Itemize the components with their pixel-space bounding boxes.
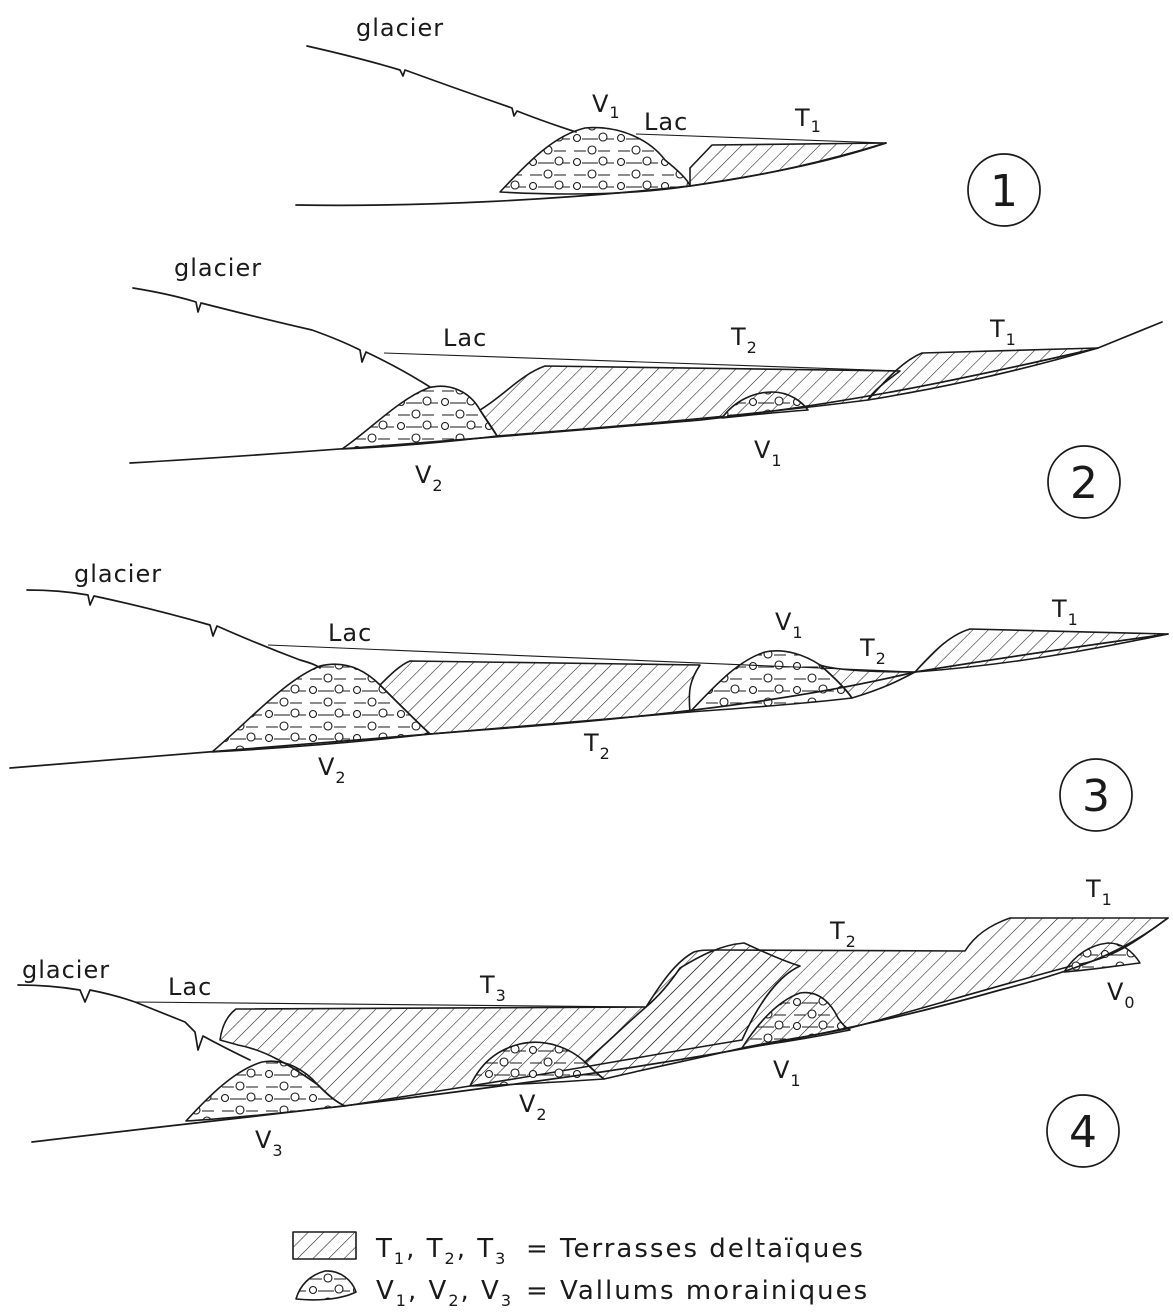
legend-moraines-symbols: V1, V2, V3: [376, 1276, 513, 1310]
panel-number: 2: [1070, 458, 1098, 509]
label-v2: V2: [415, 461, 444, 495]
label-v1: V1: [754, 436, 783, 470]
label-t1: T1: [989, 315, 1017, 349]
legend-hatch-swatch: [293, 1232, 356, 1259]
legend-moraines-definition: = Vallums morainiques: [526, 1276, 869, 1306]
label-v1: V1: [775, 608, 804, 642]
label-t1: T1: [794, 104, 822, 136]
lake-label: Lac: [644, 108, 688, 136]
label-t2-floor: T2: [583, 729, 611, 763]
label-t2: T2: [730, 323, 758, 357]
terrace-t2: [585, 918, 1168, 1079]
terrace-t1: [690, 143, 886, 186]
legend: T1, T2, T3 = Terrasses deltaïques V1, V2…: [293, 1232, 869, 1310]
panel-number: 1: [990, 166, 1018, 217]
glacier-label: glacier: [356, 14, 444, 42]
terrace-t2-upper: [380, 661, 700, 734]
legend-terraces-symbols: T1, T2, T3: [375, 1234, 507, 1268]
panel-1: glacier Lac V1 T1 1: [296, 14, 1040, 226]
label-v2: V2: [318, 753, 347, 787]
label-t1: T1: [1085, 875, 1113, 909]
panel-number: 3: [1082, 771, 1110, 822]
lake-label: Lac: [328, 619, 372, 647]
panel-2: glacier Lac T2 T1 V2 V1 2: [130, 254, 1162, 518]
legend-terraces-definition: = Terrasses deltaïques: [526, 1234, 865, 1264]
label-t3: T3: [479, 971, 507, 1005]
glacier-label: glacier: [74, 560, 162, 588]
lake-label: Lac: [443, 324, 487, 352]
label-v3: V3: [255, 1126, 284, 1160]
label-v1: V1: [592, 90, 621, 122]
glacier-surface: [18, 985, 250, 1060]
label-t2: T2: [859, 634, 887, 668]
glacier-label: glacier: [174, 254, 262, 282]
glacier-surface: [307, 46, 576, 132]
moraine-v1: [690, 651, 852, 712]
legend-moraine-swatch: [296, 1271, 356, 1300]
label-v2: V2: [519, 1090, 548, 1124]
panel-4: glacier Lac T1 T2 T3 V0 V1 V2 V3 4: [18, 875, 1168, 1167]
glacier-surface: [27, 590, 320, 668]
lake-label: Lac: [168, 973, 212, 1001]
lake-surface: [135, 1002, 646, 1007]
label-t1: T1: [1051, 595, 1079, 629]
label-v0: V0: [1107, 978, 1136, 1012]
label-v1: V1: [773, 1056, 802, 1090]
panel-number: 4: [1069, 1107, 1097, 1158]
moraine-v2: [342, 386, 497, 449]
panel-3: glacier Lac V1 T2 T1 V2 T2 3: [10, 560, 1168, 831]
glacier-surface: [133, 288, 430, 387]
moraine-v1: [500, 128, 690, 194]
label-t2: T2: [829, 917, 857, 951]
glacier-label: glacier: [22, 956, 110, 984]
